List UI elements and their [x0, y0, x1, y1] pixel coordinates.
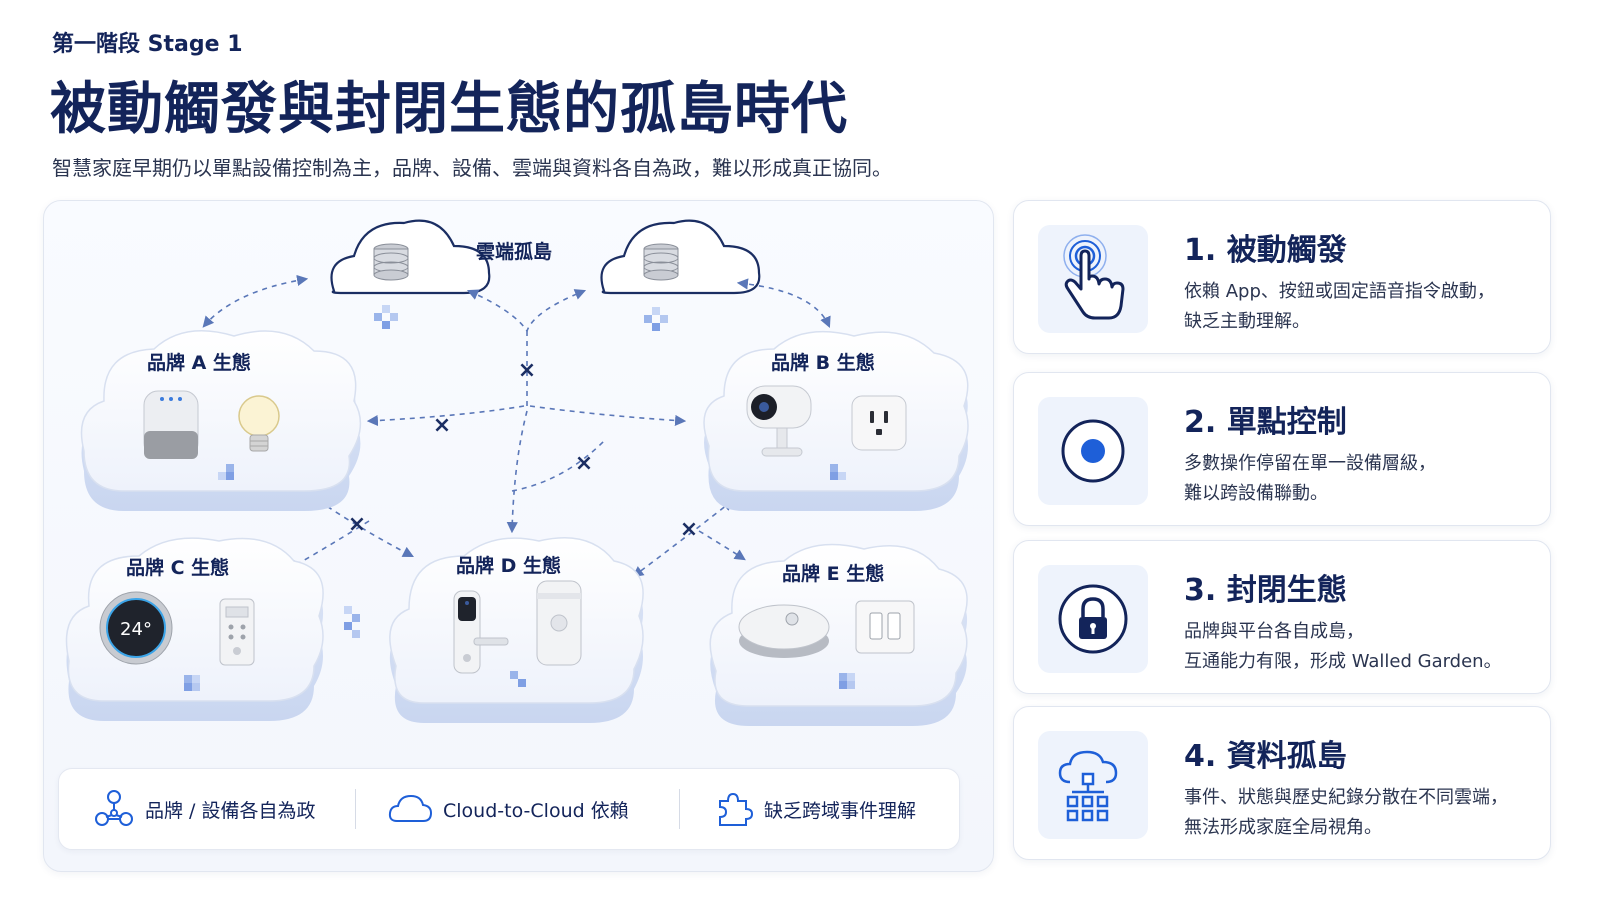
smart-speaker-icon [143, 390, 199, 459]
robot-vacuum-icon [738, 604, 830, 658]
light-bulb-icon [238, 395, 280, 452]
ecosystem-label-a: 品牌 A 生態 [147, 352, 251, 374]
remote-control-icon [219, 598, 255, 666]
island-brand-b [703, 330, 969, 511]
card-desc-line: 互通能力有限，形成 Walled Garden。 [1184, 651, 1502, 672]
network-nodes-icon [95, 790, 133, 826]
cloud-server-left [330, 219, 491, 329]
card-description: 事件、狀態與歷史紀錄分散在不同雲端， 無法形成家庭全局視角。 [1184, 783, 1544, 843]
security-camera-icon [746, 385, 812, 457]
database-icon [373, 243, 409, 281]
island-brand-e [709, 543, 968, 726]
card-description: 品牌與平台各自成島， 互通能力有限，形成 Walled Garden。 [1184, 617, 1544, 677]
blocked-mark: × [433, 413, 451, 438]
ecosystem-label-b: 品牌 B 生態 [771, 352, 875, 374]
cloud-server-right [600, 219, 761, 331]
blocked-mark: × [575, 451, 593, 476]
page-title: 被動觸發與封閉生態的孤島時代 [50, 77, 848, 142]
divider [679, 789, 680, 829]
ecosystem-label-e: 品牌 E 生態 [782, 563, 885, 585]
feature-card-data-silo: 4. 資料孤島 事件、狀態與歷史紀錄分散在不同雲端， 無法形成家庭全局視角。 [1013, 706, 1551, 860]
card-desc-line: 多數操作停留在單一設備層級， [1184, 453, 1436, 474]
cloud-data-icon [1058, 750, 1118, 822]
database-icon [643, 243, 679, 281]
island-brand-d [389, 537, 644, 723]
card-icon-box [1038, 397, 1148, 505]
ecosystem-label-c: 品牌 C 生態 [126, 557, 230, 579]
card-description: 依賴 App、按鈕或固定語音指令啟動， 缺乏主動理解。 [1184, 277, 1544, 337]
touch-hand-icon [1063, 234, 1125, 320]
stage-label: 第一階段 Stage 1 [52, 32, 243, 57]
pixel-decoration [344, 606, 360, 638]
summary-label: Cloud-to-Cloud 依賴 [443, 799, 629, 822]
diagram-canvas: × × × × × [65, 219, 969, 726]
smart-plug-icon [851, 395, 907, 451]
blocked-mark: × [348, 512, 366, 537]
feature-card-passive-trigger: 1. 被動觸發 依賴 App、按鈕或固定語音指令啟動， 缺乏主動理解。 [1013, 200, 1551, 354]
target-dot-icon [1061, 419, 1125, 483]
cloud-icon [388, 794, 433, 822]
ecosystem-diagram: × × × × × [43, 200, 994, 872]
card-icon-box [1038, 565, 1148, 673]
summary-item-events: 缺乏跨域事件理解 [714, 769, 916, 849]
feature-card-closed-ecosystem: 3. 封閉生態 品牌與平台各自成島， 互通能力有限，形成 Walled Gard… [1013, 540, 1551, 694]
feature-card-single-control: 2. 單點控制 多數操作停留在單一設備層級， 難以跨設備聯動。 [1013, 372, 1551, 526]
card-title: 3. 封閉生態 [1184, 573, 1347, 608]
island-brand-c: 24° [65, 537, 324, 721]
divider [355, 789, 356, 829]
thermostat-icon: 24° [99, 591, 173, 665]
card-desc-line: 無法形成家庭全局視角。 [1184, 817, 1382, 838]
motion-sensor-icon [536, 580, 582, 666]
blocked-markers: × × × × × [348, 358, 698, 542]
summary-item-cloud: Cloud-to-Cloud 依賴 [387, 769, 629, 849]
card-desc-line: 品牌與平台各自成島， [1184, 621, 1364, 642]
card-title: 4. 資料孤島 [1184, 739, 1347, 774]
puzzle-icon [719, 792, 754, 826]
wall-switch-icon [855, 600, 915, 654]
card-icon-box [1038, 731, 1148, 839]
summary-bar: 品牌 / 設備各自為政 Cloud-to-Cloud 依賴 缺乏跨域事件理解 [58, 768, 960, 850]
thermostat-reading: 24° [120, 619, 152, 640]
card-description: 多數操作停留在單一設備層級， 難以跨設備聯動。 [1184, 449, 1544, 509]
ecosystem-label-d: 品牌 D 生態 [456, 555, 562, 577]
summary-label: 品牌 / 設備各自為政 [145, 799, 316, 822]
cloud-island-label: 雲端孤島 [476, 241, 553, 263]
card-desc-line: 依賴 App、按鈕或固定語音指令啟動， [1184, 281, 1495, 302]
card-desc-line: 缺乏主動理解。 [1184, 311, 1310, 332]
card-icon-box [1038, 225, 1148, 333]
blocked-mark: × [680, 517, 698, 542]
card-title: 2. 單點控制 [1184, 405, 1347, 440]
island-brand-a [80, 330, 362, 511]
summary-item-fragmented: 品牌 / 設備各自為政 [93, 769, 315, 849]
smart-lock-icon [453, 590, 509, 674]
page-subtitle: 智慧家庭早期仍以單點設備控制為主，品牌、設備、雲端與資料各自為政，難以形成真正協… [52, 156, 892, 180]
card-desc-line: 難以跨設備聯動。 [1184, 483, 1328, 504]
lock-icon [1058, 584, 1128, 654]
card-desc-line: 事件、狀態與歷史紀錄分散在不同雲端， [1184, 787, 1508, 808]
summary-label: 缺乏跨域事件理解 [764, 799, 917, 822]
blocked-mark: × [518, 358, 536, 383]
card-title: 1. 被動觸發 [1184, 233, 1347, 268]
